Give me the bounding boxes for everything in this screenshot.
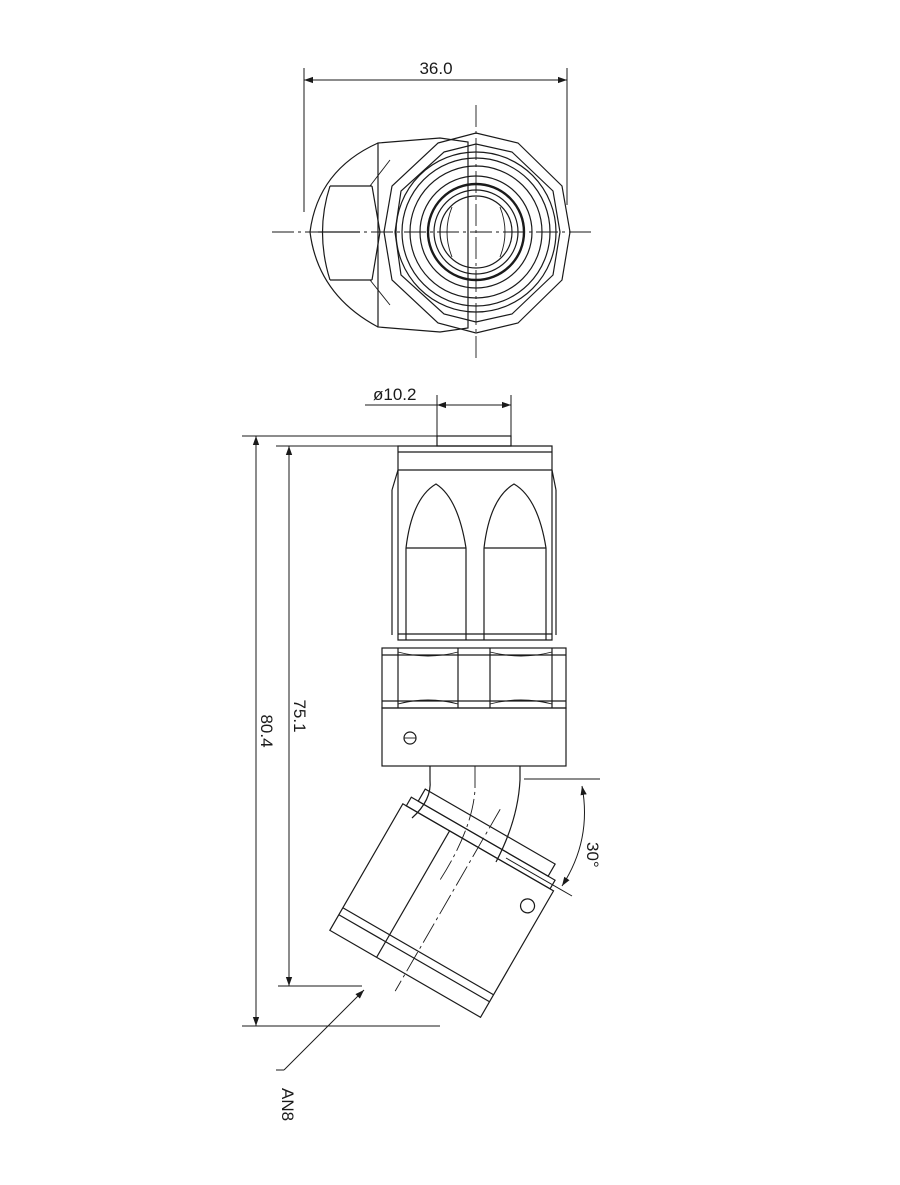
dimension-lengths: 80.4 75.1	[242, 435, 440, 1027]
main-nut-body	[391, 445, 557, 641]
dimension-center-length-label: 75.1	[290, 699, 309, 732]
bent-tube	[411, 766, 521, 881]
lock-hole-lower	[519, 898, 536, 914]
hose-size-label: AN8	[278, 1088, 297, 1121]
dimension-diameter: ø10.2	[365, 385, 512, 438]
dimension-width-label: 36.0	[419, 59, 452, 78]
dimension-diameter-label: ø10.2	[373, 385, 416, 404]
rear-hex-body	[309, 137, 469, 333]
angled-hose-end	[329, 788, 556, 1019]
hex-coupler	[381, 647, 567, 767]
dimension-angle-label: 30°	[583, 842, 602, 868]
front-hex-nut	[383, 132, 571, 334]
hose-size-callout: AN8	[276, 989, 365, 1121]
side-view: ø10.2	[242, 385, 602, 1121]
dimension-angle: 30°	[505, 778, 602, 897]
tube-stub	[436, 435, 512, 447]
dimension-overall-length-label: 80.4	[257, 714, 276, 747]
dimension-width: 36.0	[303, 59, 568, 212]
top-view: 36.0	[272, 59, 592, 358]
